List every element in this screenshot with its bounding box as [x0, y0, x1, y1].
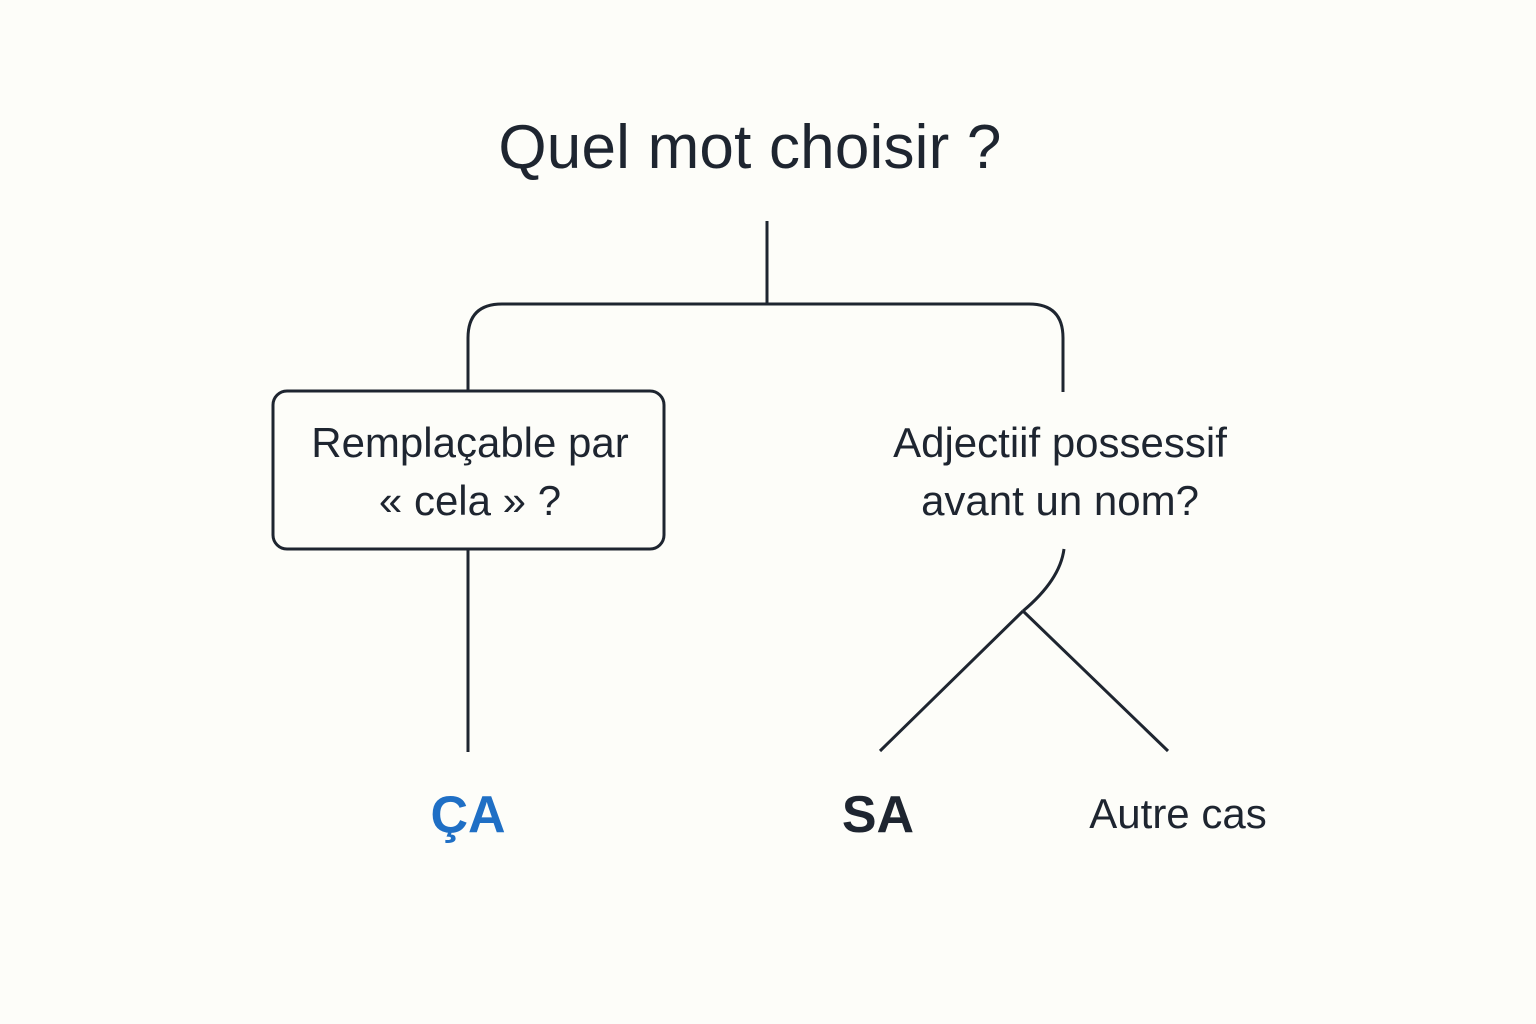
left-question-line-2: « cela » ? — [378, 477, 562, 524]
right-question: Adjectiif possessif avant un nom? — [830, 414, 1290, 530]
right-question-line-1: Adjectiif possessif — [893, 419, 1227, 466]
outcome-sa: SA — [841, 786, 915, 844]
fork-line-other — [1021, 609, 1170, 753]
left-question-line-1: Remplaçable par — [311, 419, 629, 466]
diagram-title: Quel mot choisir ? — [498, 113, 1002, 182]
right-question-line-2: avant un nom? — [921, 477, 1199, 524]
fork-line-sa — [878, 609, 1025, 753]
left-question: Remplaçable par « cela » ? — [276, 414, 664, 530]
right-stem-line — [1022, 548, 1066, 613]
outcome-ca: ÇA — [430, 786, 506, 844]
branch-split-line — [466, 302, 1065, 392]
outcome-other: Autre cas — [1089, 790, 1267, 837]
